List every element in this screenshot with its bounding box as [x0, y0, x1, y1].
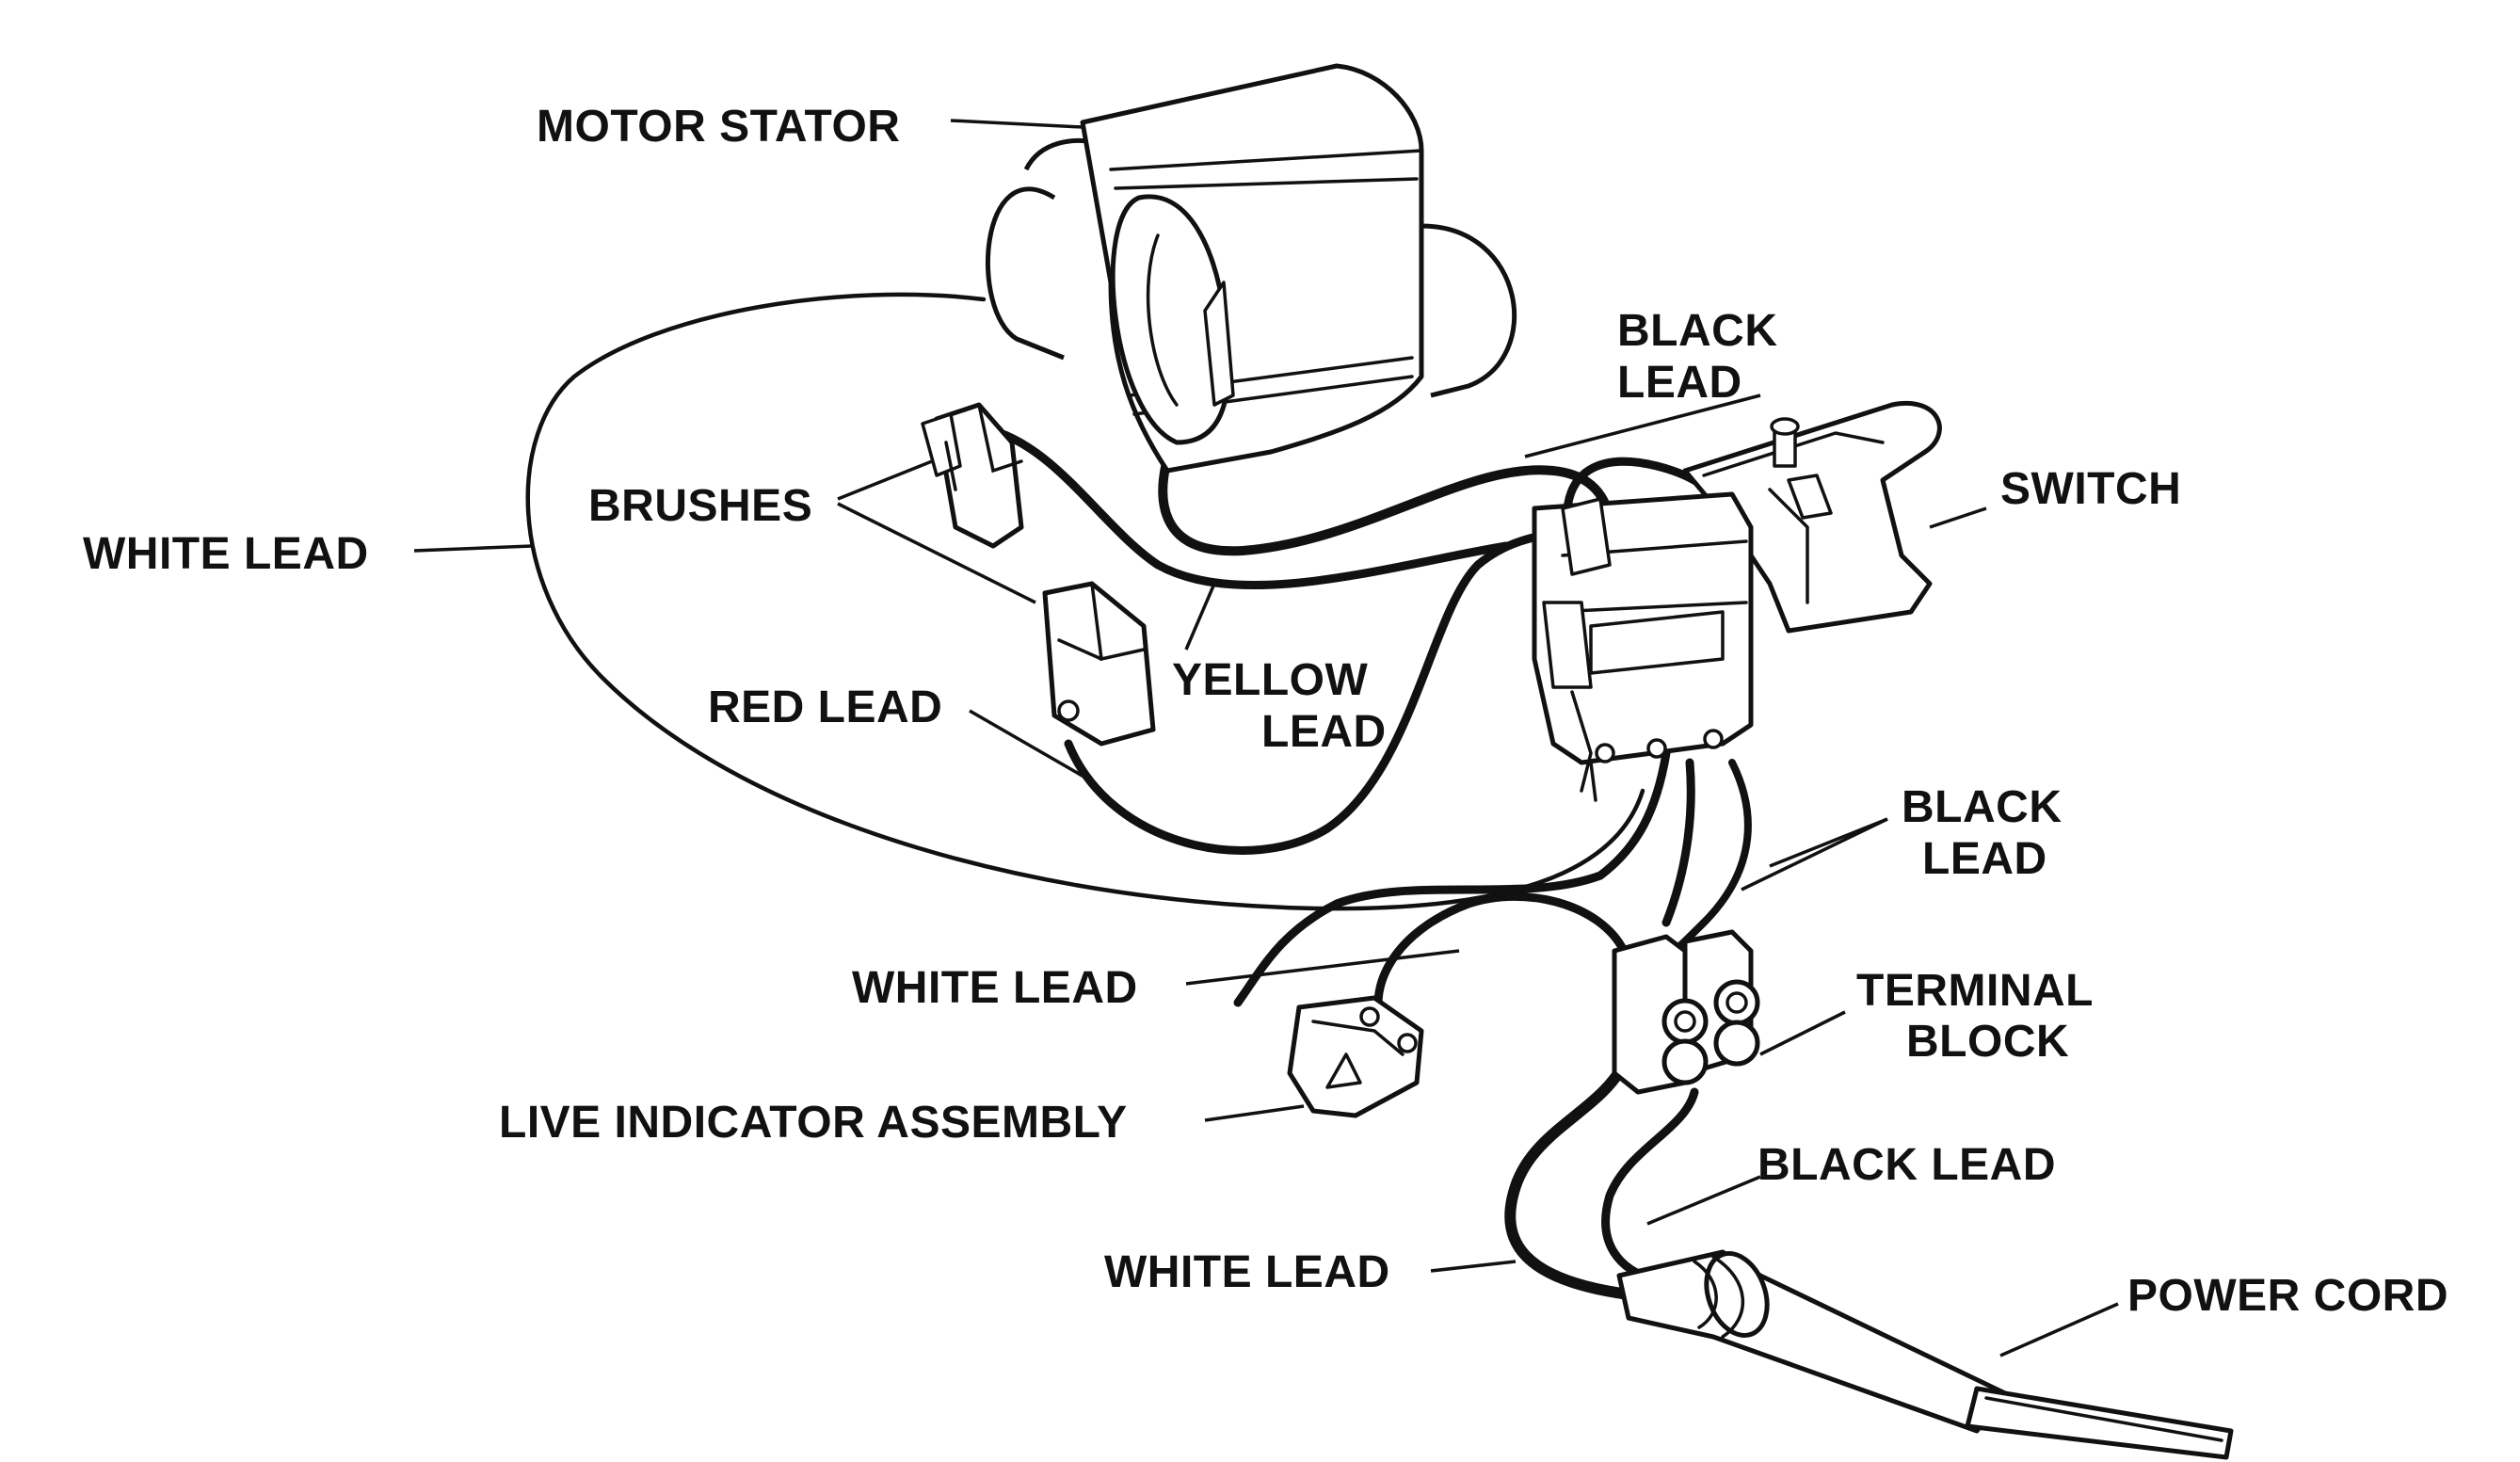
- leader-brushes-1: [837, 459, 933, 501]
- leader-white-lead-mid: [1185, 949, 1460, 986]
- label-motor-stator: MOTOR STATOR: [537, 102, 900, 152]
- brush-lower: [1042, 581, 1156, 747]
- switch: [1532, 401, 1942, 802]
- leader-terminal-block: [1759, 1010, 1846, 1056]
- leader-red-lead: [969, 709, 1093, 783]
- black-lead-switch-wire: [1653, 759, 1752, 964]
- live-indicator-assembly: [1287, 995, 1424, 1118]
- label-yellow-lead-line2: LEAD: [1261, 707, 1387, 757]
- labels: MOTOR STATOR BLACK LEAD SWITCH BRUSHES W…: [83, 102, 2448, 1321]
- leader-switch: [1929, 506, 1987, 529]
- leader-yellow-lead: [1184, 583, 1216, 651]
- leader-motor-stator: [950, 119, 1083, 129]
- brushes: [921, 402, 1156, 747]
- leader-lines: [413, 119, 2119, 1358]
- terminal-block: [1612, 929, 1760, 1095]
- label-power-cord: POWER CORD: [2127, 1271, 2448, 1321]
- leader-brushes-2: [837, 502, 1036, 604]
- label-black-lead-low: BLACK LEAD: [1758, 1140, 2056, 1190]
- leader-white-lead-low: [1430, 1260, 1517, 1273]
- black-lead-cord-wire: [1601, 1087, 1699, 1285]
- label-red-lead: RED LEAD: [708, 683, 942, 732]
- leader-power-cord: [1999, 1302, 2119, 1358]
- label-yellow-lead-line1: YELLOW: [1172, 655, 1369, 705]
- leader-black-lead-top: [1524, 394, 1761, 458]
- label-black-lead-mid-line1: BLACK: [1902, 782, 2062, 832]
- label-terminal-block-line1: TERMINAL: [1856, 966, 2094, 1016]
- label-brushes: BRUSHES: [588, 481, 812, 531]
- label-switch: SWITCH: [2000, 464, 2181, 514]
- label-white-lead-left: WHITE LEAD: [83, 529, 369, 579]
- leader-white-lead-left: [413, 544, 533, 553]
- power-cord: [1616, 1249, 2234, 1460]
- wires: [525, 292, 1752, 1300]
- motor-stator: [985, 63, 1517, 474]
- leader-black-lead-mid-2: [1741, 817, 1888, 892]
- label-black-lead-top-line1: BLACK: [1617, 306, 1777, 356]
- leader-black-lead-low: [1646, 1175, 1761, 1226]
- label-white-lead-low: WHITE LEAD: [1104, 1247, 1390, 1297]
- leader-live-indicator: [1204, 1104, 1305, 1122]
- white-lead-indicator-wire: [1233, 748, 1671, 1007]
- label-black-lead-top-line2: LEAD: [1617, 358, 1742, 408]
- label-live-indicator-assembly: LIVE INDICATOR ASSEMBLY: [499, 1098, 1128, 1148]
- black-lead-stator-wire: [1158, 438, 1615, 556]
- label-white-lead-mid: WHITE LEAD: [852, 963, 1138, 1013]
- label-black-lead-mid-line2: LEAD: [1922, 834, 2047, 884]
- brush-upper: [921, 402, 1024, 549]
- label-terminal-block-line2: BLOCK: [1906, 1017, 2069, 1067]
